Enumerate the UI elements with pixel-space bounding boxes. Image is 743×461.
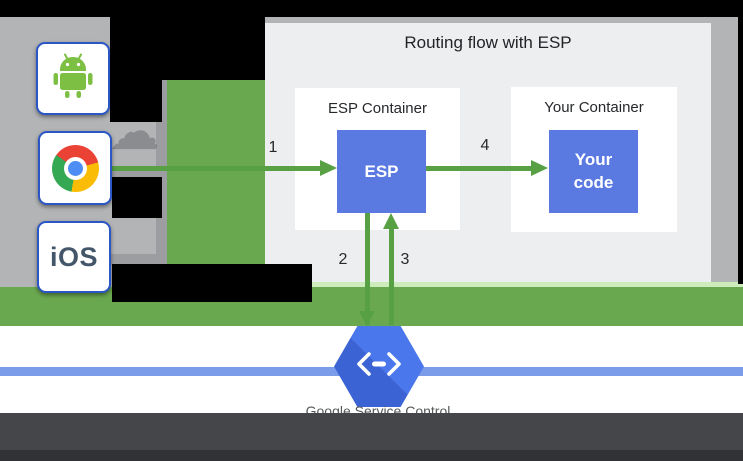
artifact-block-mid1 [110, 80, 162, 122]
arrow-1-head [320, 160, 337, 176]
bottom-dark-band [0, 413, 743, 450]
light-green-strip [265, 282, 743, 288]
diagram-title: Routing flow with ESP [404, 33, 572, 52]
green-band-vertical [167, 78, 265, 288]
arrow-1-line [112, 166, 322, 171]
esp-container-title: ESP Container [328, 100, 427, 117]
your-container-title: Your Container [544, 99, 644, 116]
esp-box: ESP [337, 130, 426, 213]
artifact-top-bar [0, 0, 743, 17]
chrome-icon [51, 144, 99, 192]
your-code-label: Your code [573, 149, 614, 192]
artifact-block-mid2 [112, 177, 162, 218]
service-control-hexagon [334, 326, 424, 407]
arrow-3-line [389, 229, 394, 325]
ios-client-card: iOS [37, 221, 111, 293]
step-2-label: 2 [338, 251, 348, 268]
artifact-block-top [110, 17, 265, 80]
android-client-card [36, 42, 110, 115]
arrow-2-head [359, 311, 375, 326]
step-4-label: 4 [480, 137, 490, 154]
chrome-client-card [38, 131, 112, 205]
your-code-box: Your code [549, 130, 638, 213]
bottom-darker-strip [0, 450, 743, 461]
arrow-4-line [426, 166, 533, 171]
artifact-block-bottom [112, 264, 312, 302]
esp-box-label: ESP [364, 161, 399, 181]
step-1-label: 1 [268, 139, 278, 156]
step-3-label: 3 [400, 251, 410, 268]
arrow-4-head [531, 160, 548, 176]
artifact-right-strip [738, 0, 743, 284]
connector-chrome [110, 166, 167, 177]
ios-label: iOS [49, 241, 98, 272]
arrow-3-head [383, 213, 399, 229]
android-icon [51, 53, 95, 104]
connector-ios [110, 254, 167, 265]
code-brackets-icon [352, 350, 406, 383]
arrow-2-line [365, 213, 370, 325]
